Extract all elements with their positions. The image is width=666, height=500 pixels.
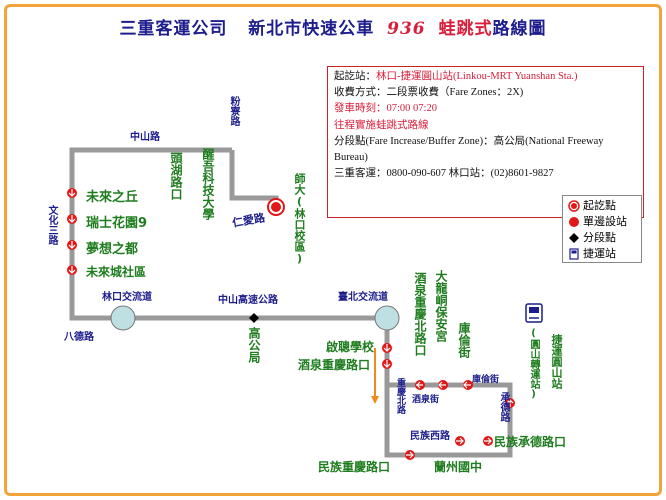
- side-stop-kulun: [463, 380, 473, 390]
- fare-point-gaogongju: 高公局: [247, 327, 261, 363]
- stop-dalongdong: 大龍峒保安宮: [434, 270, 448, 342]
- stop-weilai-city: 未來城社區: [86, 265, 147, 279]
- legend-fare-point: 分段點: [567, 230, 641, 246]
- stop-kulun: 庫倫街: [457, 322, 471, 358]
- route-number: 936: [387, 19, 426, 39]
- road-fenliao: 粉寮路: [228, 96, 239, 126]
- road-wenhua: 文化三路: [46, 205, 57, 245]
- side-stop-ruishi: [67, 214, 77, 224]
- road-toufu: 頭湖路口: [169, 152, 183, 200]
- terminal-symbol-icon: [567, 200, 581, 212]
- taibei-interchange-marker: [374, 305, 400, 331]
- company-name: 三重客運公司: [119, 19, 228, 39]
- info-fare: 收費方式：二段票收費（Fare Zones：2X): [334, 87, 524, 99]
- terminal-shida-dot: [271, 202, 281, 212]
- side-stop-symbol-icon: [567, 216, 581, 228]
- side-stop-minzu-chengde: [483, 436, 493, 446]
- diamond-icon: [567, 232, 581, 244]
- side-stop-jiuquan-n: [415, 380, 425, 390]
- road-minzu-w: 民族西路: [410, 431, 450, 442]
- side-stop-weilai-city: [67, 265, 77, 275]
- stop-lanzhou: 蘭州國中: [434, 460, 483, 474]
- side-stop-qicong: [382, 343, 392, 353]
- info-departure-times: 發車時刻：07:00 07:20: [334, 103, 437, 115]
- stop-ruishi: 瑞士花園9: [86, 216, 148, 231]
- info-service-note: 往程實施蛙跳式路線: [334, 119, 429, 131]
- stop-jiuquan-chongqing-n: 酒泉重慶北路口: [413, 272, 427, 356]
- side-stop-minzu-chongqing: [405, 450, 415, 460]
- side-stop-mengxiang: [67, 240, 77, 250]
- side-stop-chengde-up: [505, 398, 515, 408]
- info-contact: 三重客運：0800-090-607 林口站：(02)8601-9827: [334, 168, 554, 180]
- route-line-west: [229, 175, 279, 205]
- side-stop-lanzhou: [455, 436, 465, 446]
- stop-jiuquan-chongqing: 酒泉重慶路口: [298, 358, 371, 372]
- road-jiuquan: 酒泉街: [412, 395, 440, 405]
- side-stop-dalongdong: [438, 380, 448, 390]
- route-info-box: 起訖站：林口-捷運圓山站(Linkou-MRT Yuanshan Sta.) 收…: [327, 66, 644, 218]
- info-terminals: 起訖站：林口-捷運圓山站(Linkou-MRT Yuanshan Sta.): [334, 71, 578, 82]
- stop-minzu-chongqing: 民族重慶路口: [318, 460, 391, 474]
- side-stop-weilai-qiu: [67, 188, 77, 198]
- mrt-symbol-icon: [567, 248, 581, 260]
- road-bade: 八德路: [64, 332, 94, 343]
- info-fare-break: 分段點(Fare Increase/Buffer Zone)：高公局(Natio…: [334, 135, 604, 164]
- stop-qicong: 啟聰學校: [326, 340, 375, 354]
- road-xingwu: 醒吾科技大學: [201, 148, 215, 220]
- route-suffix-pre: 蛙跳式: [438, 19, 493, 39]
- legend-terminal: 起訖點: [567, 198, 641, 214]
- linkou-interchange-marker: [110, 305, 136, 331]
- legend-side-stop: 單邊設站: [567, 214, 641, 230]
- stop-weilai-qiu: 未來之丘: [86, 190, 139, 205]
- side-stop-jiuquan-chongqing: [382, 359, 392, 369]
- stop-mengxiang: 夢想之都: [86, 242, 139, 257]
- fare-point-diamond: [249, 313, 259, 323]
- stop-shida: 師大(林口校區): [293, 173, 306, 265]
- road-linkou-ic: 林口交流道: [102, 292, 152, 303]
- stop-mrt-yuanshan: 捷運圓山站: [550, 334, 563, 389]
- mrt-icon: [525, 303, 543, 323]
- page-title: 三重客運公司 新北市快速公車 936 蛙跳式路線圖: [0, 14, 666, 39]
- map-legend: 起訖點 單邊設站 分段點 捷運站: [562, 195, 642, 263]
- road-kulun: 庫倫街: [472, 375, 500, 385]
- road-chengde: 承德路: [498, 392, 509, 422]
- stop-mrt-yuanshan-exit: (圓山轉運站): [528, 328, 539, 400]
- road-zhongshan: 中山路: [130, 132, 160, 143]
- road-taibei-ic: 臺北交流道: [338, 292, 388, 303]
- stop-minzu-chengde: 民族承德路口: [494, 435, 567, 449]
- legend-mrt: 捷運站: [567, 246, 641, 262]
- route-suffix: 路線圖: [492, 19, 547, 39]
- direction-arrow-head: [371, 396, 379, 404]
- road-chongqing-n: 重慶北路: [395, 378, 405, 414]
- route-type: 新北市快速公車: [248, 19, 375, 39]
- road-freeway: 中山高速公路: [218, 295, 278, 306]
